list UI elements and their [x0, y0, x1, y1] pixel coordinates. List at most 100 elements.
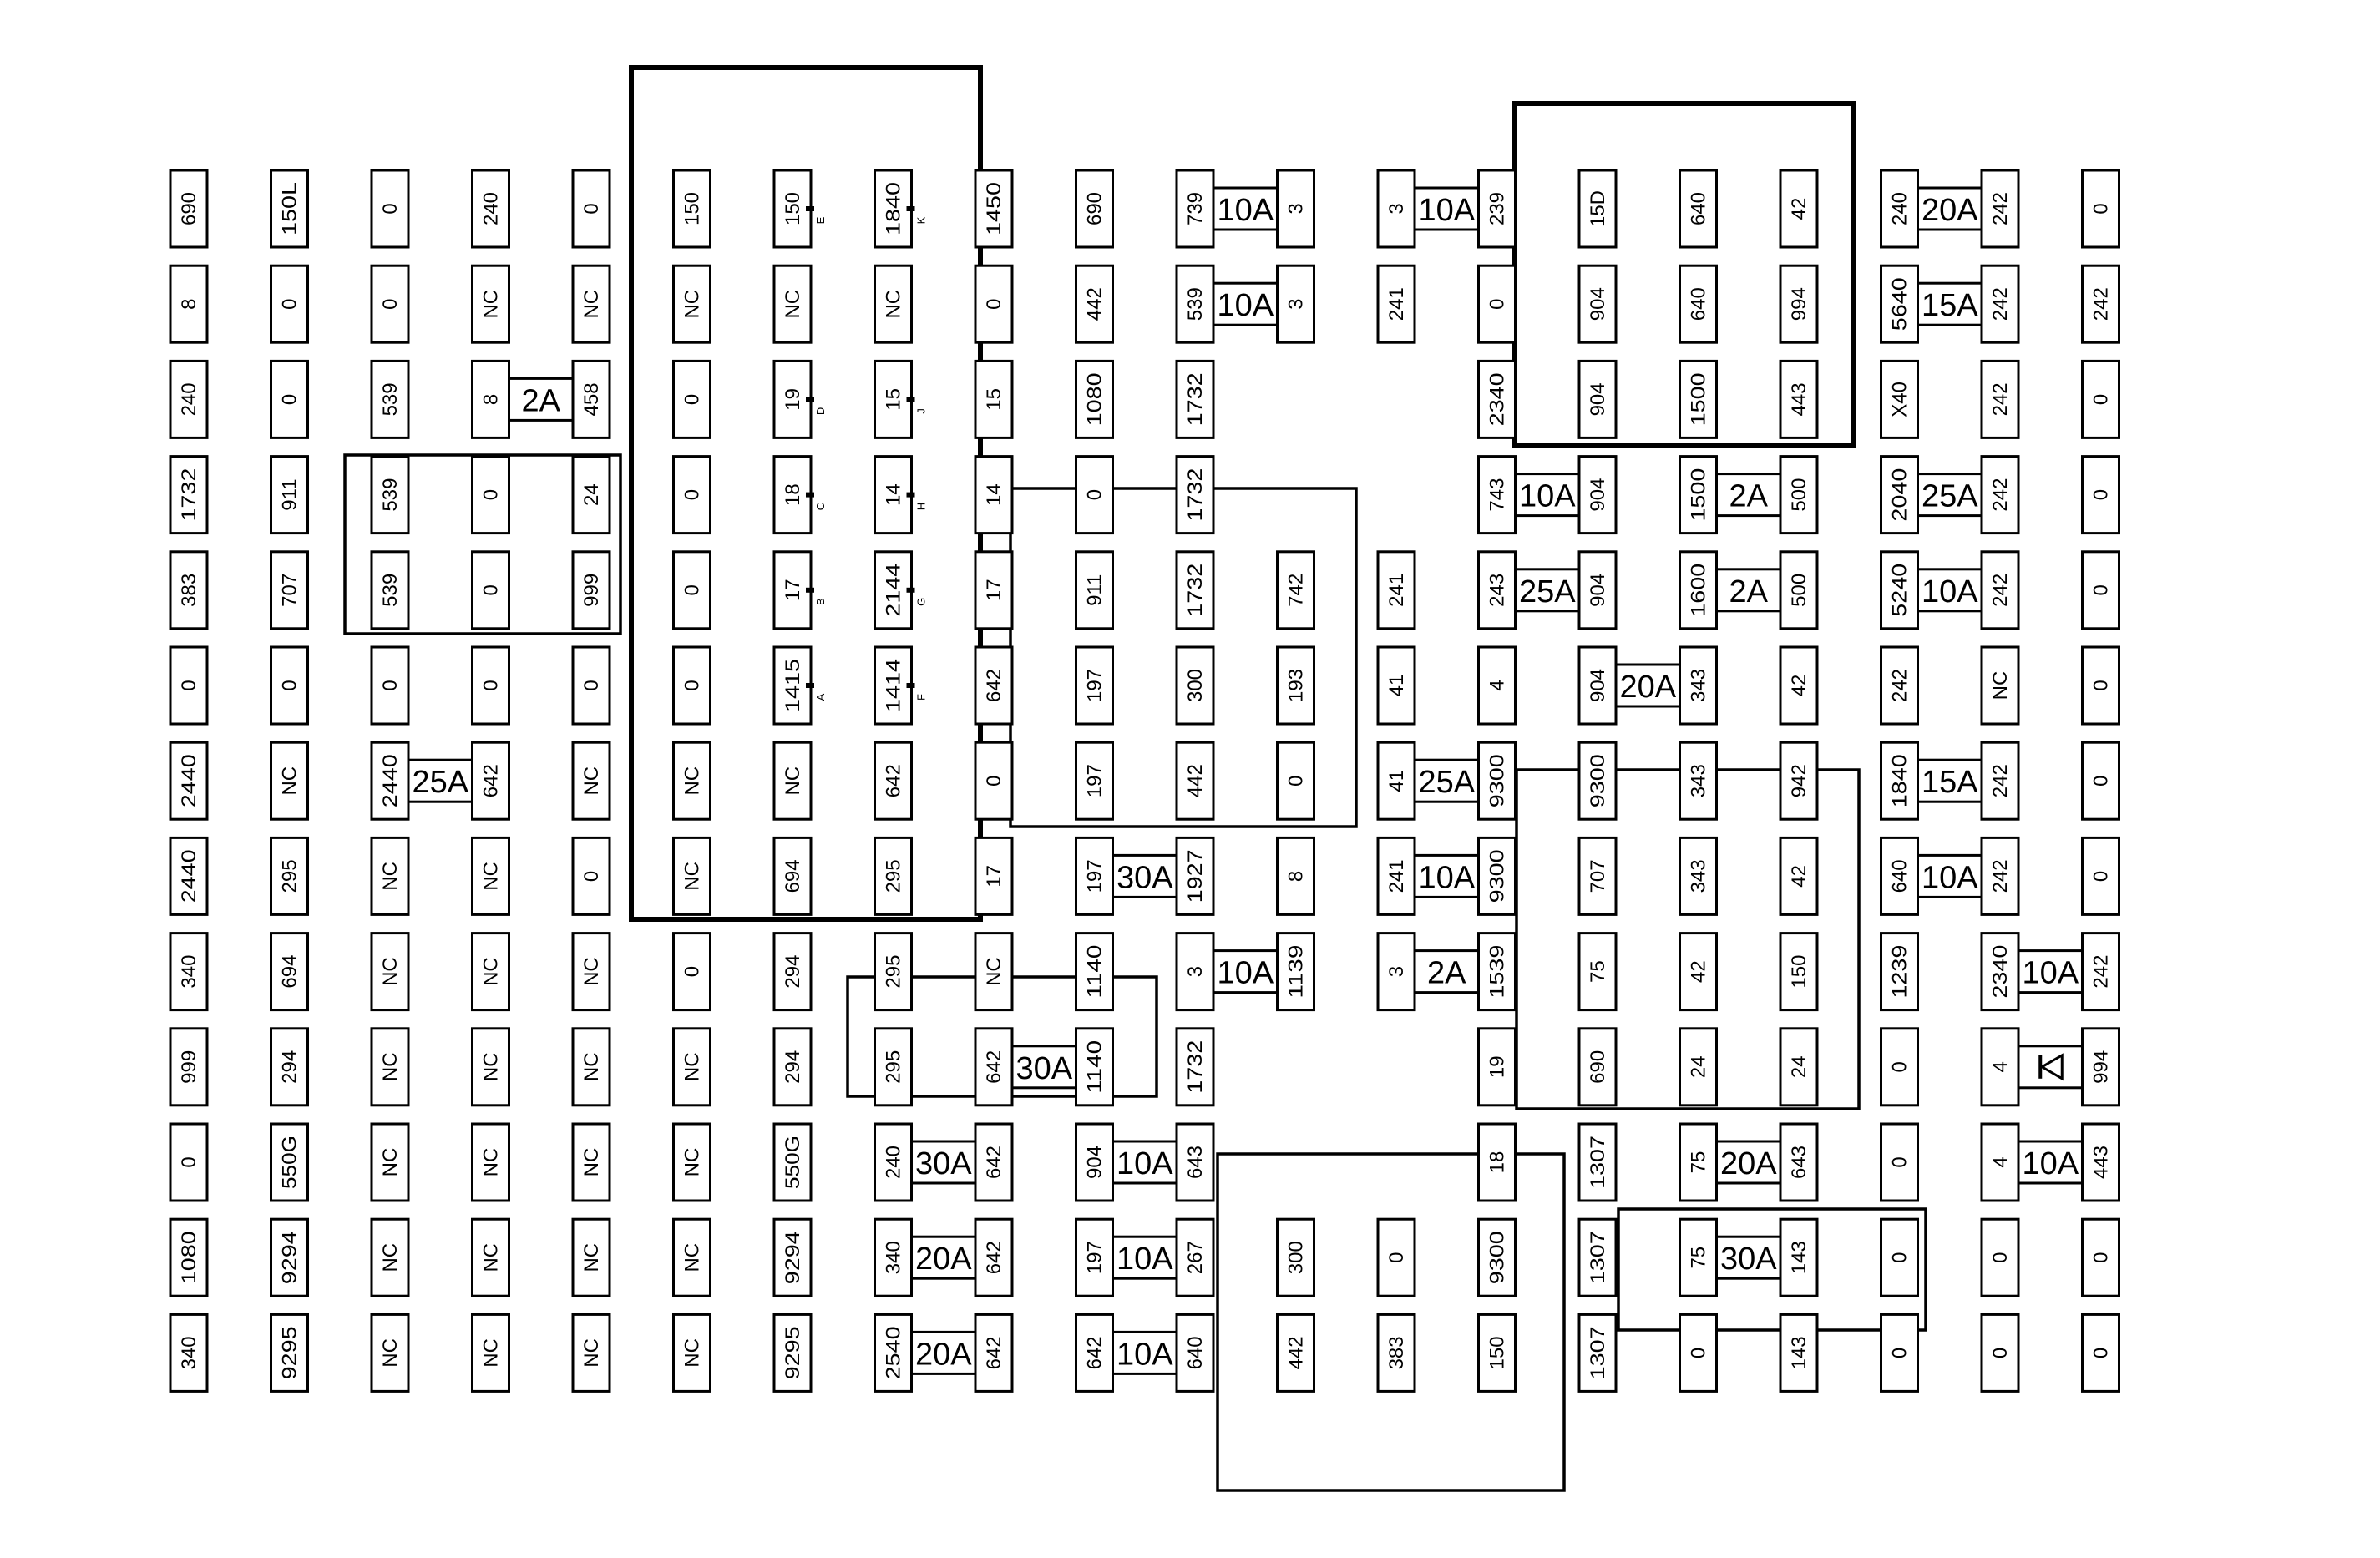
terminal-box [672, 741, 711, 821]
terminal-label: 1500 [1688, 372, 1710, 426]
terminal-cell: 243 [1477, 550, 1517, 630]
terminal-cell: 911 [1075, 550, 1114, 630]
terminal-box [1276, 1313, 1315, 1393]
terminal-label: 3 [1285, 299, 1308, 310]
fuse-27: 20A [910, 1235, 977, 1280]
terminal-cell: 0 [1880, 1313, 1919, 1393]
terminal-box [1075, 1217, 1114, 1297]
terminal-label: 0 [681, 394, 704, 405]
terminal-box [571, 741, 611, 821]
terminal-label: 41 [1385, 675, 1408, 697]
terminal-box [1980, 455, 2020, 535]
terminal-label: 197 [1084, 859, 1106, 893]
terminal-box [974, 455, 1014, 535]
terminal-box [1779, 169, 1819, 249]
terminal-cell: 17 [772, 550, 813, 630]
fuse-rating-label: 20A [915, 1242, 972, 1277]
terminal-label: 1732 [1184, 468, 1207, 522]
terminal-box [2081, 932, 2120, 1012]
terminal-box [1980, 741, 2020, 821]
terminal-label: 739 [1184, 192, 1207, 225]
terminal-label: 0 [681, 584, 704, 595]
terminal-label: 340 [883, 1241, 905, 1274]
terminal-cell: NC [370, 1122, 410, 1202]
terminal-label: 640 [1688, 287, 1710, 321]
terminal-label: 1600 [1688, 564, 1710, 617]
terminal-cell: 0 [571, 645, 611, 726]
terminal-box [772, 264, 813, 344]
terminal-box [874, 455, 913, 535]
terminal-label: 295 [883, 859, 905, 893]
terminal-box [370, 1122, 410, 1202]
terminal-cell: 19 [1477, 1027, 1517, 1107]
terminal-label: 294 [782, 955, 804, 989]
terminal-cell: 458 [571, 359, 611, 439]
terminal-box [370, 645, 410, 726]
fuse-rating-label: 10A [1117, 1146, 1173, 1181]
terminal-cell: 240 [1880, 169, 1919, 249]
terminal-cell: 0 [1376, 1217, 1416, 1297]
terminal-cell: 443 [1779, 359, 1819, 439]
terminal-cell: 75 [1577, 932, 1618, 1012]
terminal-cell: 17 [974, 836, 1014, 916]
terminal-cell: 0 [1980, 1217, 2020, 1297]
terminal-cell: 239 [1477, 169, 1517, 249]
terminal-cell: NC [772, 741, 813, 821]
fuse-rating-label: 25A [412, 765, 468, 800]
terminal-cell: 0 [571, 836, 611, 916]
terminal-box [169, 1027, 209, 1107]
terminal-label: 75 [1587, 960, 1609, 983]
terminal-box [1577, 1122, 1618, 1202]
terminal-cell: 15 [974, 359, 1014, 439]
terminal-cell: 0 [471, 645, 510, 726]
terminal-label: 241 [1385, 574, 1408, 607]
terminal-cell: 0 [2081, 836, 2120, 916]
terminal-cell: 500 [1779, 455, 1819, 535]
terminal-box [169, 1122, 209, 1202]
terminal-cell: 0 [270, 359, 309, 439]
terminal-label: 9295 [279, 1326, 301, 1379]
terminal-label: 3 [1385, 966, 1408, 977]
terminal-cell: 0 [974, 741, 1014, 821]
terminal-cell: 0 [471, 550, 510, 630]
terminal-label: 0 [2090, 680, 2113, 690]
terminal-label: NC [379, 1052, 402, 1081]
terminal-cell: 383 [1376, 1313, 1416, 1393]
terminal-cell: 24 [1779, 1027, 1819, 1107]
terminal-label: 9300 [1486, 849, 1509, 903]
terminal-cell: 42 [1779, 836, 1819, 916]
terminal-label: 643 [1788, 1146, 1810, 1179]
fuse-26: 10A [2017, 1140, 2084, 1185]
terminal-box [1477, 264, 1517, 344]
terminal-cell: 15 [874, 359, 913, 439]
terminal-box [2081, 550, 2120, 630]
terminal-box [471, 741, 510, 821]
terminal-label: 904 [1587, 574, 1609, 607]
terminal-label: NC [480, 1052, 503, 1081]
fuse-6: 10A [1514, 473, 1581, 518]
fuse-rating-label: 10A [1117, 1337, 1173, 1372]
terminal-cell: NC [571, 1217, 611, 1297]
terminal-box [672, 359, 711, 439]
terminal-box [471, 1122, 510, 1202]
terminal-label: 1307 [1587, 1231, 1609, 1284]
terminal-box [1980, 1217, 2020, 1297]
terminal-box [270, 1027, 309, 1107]
fuse-25: 20A [1715, 1140, 1782, 1185]
terminal-box [1980, 1313, 2020, 1393]
terminal-label: 197 [1084, 764, 1106, 797]
terminal-label: 442 [1285, 1336, 1308, 1369]
terminal-box [1577, 550, 1618, 630]
terminal-label: 550G [279, 1136, 301, 1189]
terminal-cell: 0 [2081, 645, 2120, 726]
terminal-box [874, 1122, 913, 1202]
terminal-box [1577, 264, 1618, 344]
terminal-box [169, 932, 209, 1012]
terminal-label: 999 [178, 1050, 200, 1084]
terminal-cell: 41 [1376, 741, 1416, 821]
fuse-rating-label: 25A [1922, 479, 1978, 514]
terminal-cell: 694 [772, 836, 813, 916]
terminal-label: 0 [1688, 1348, 1710, 1358]
terminal-label: 343 [1688, 859, 1710, 893]
terminal-cell: NC [571, 932, 611, 1012]
